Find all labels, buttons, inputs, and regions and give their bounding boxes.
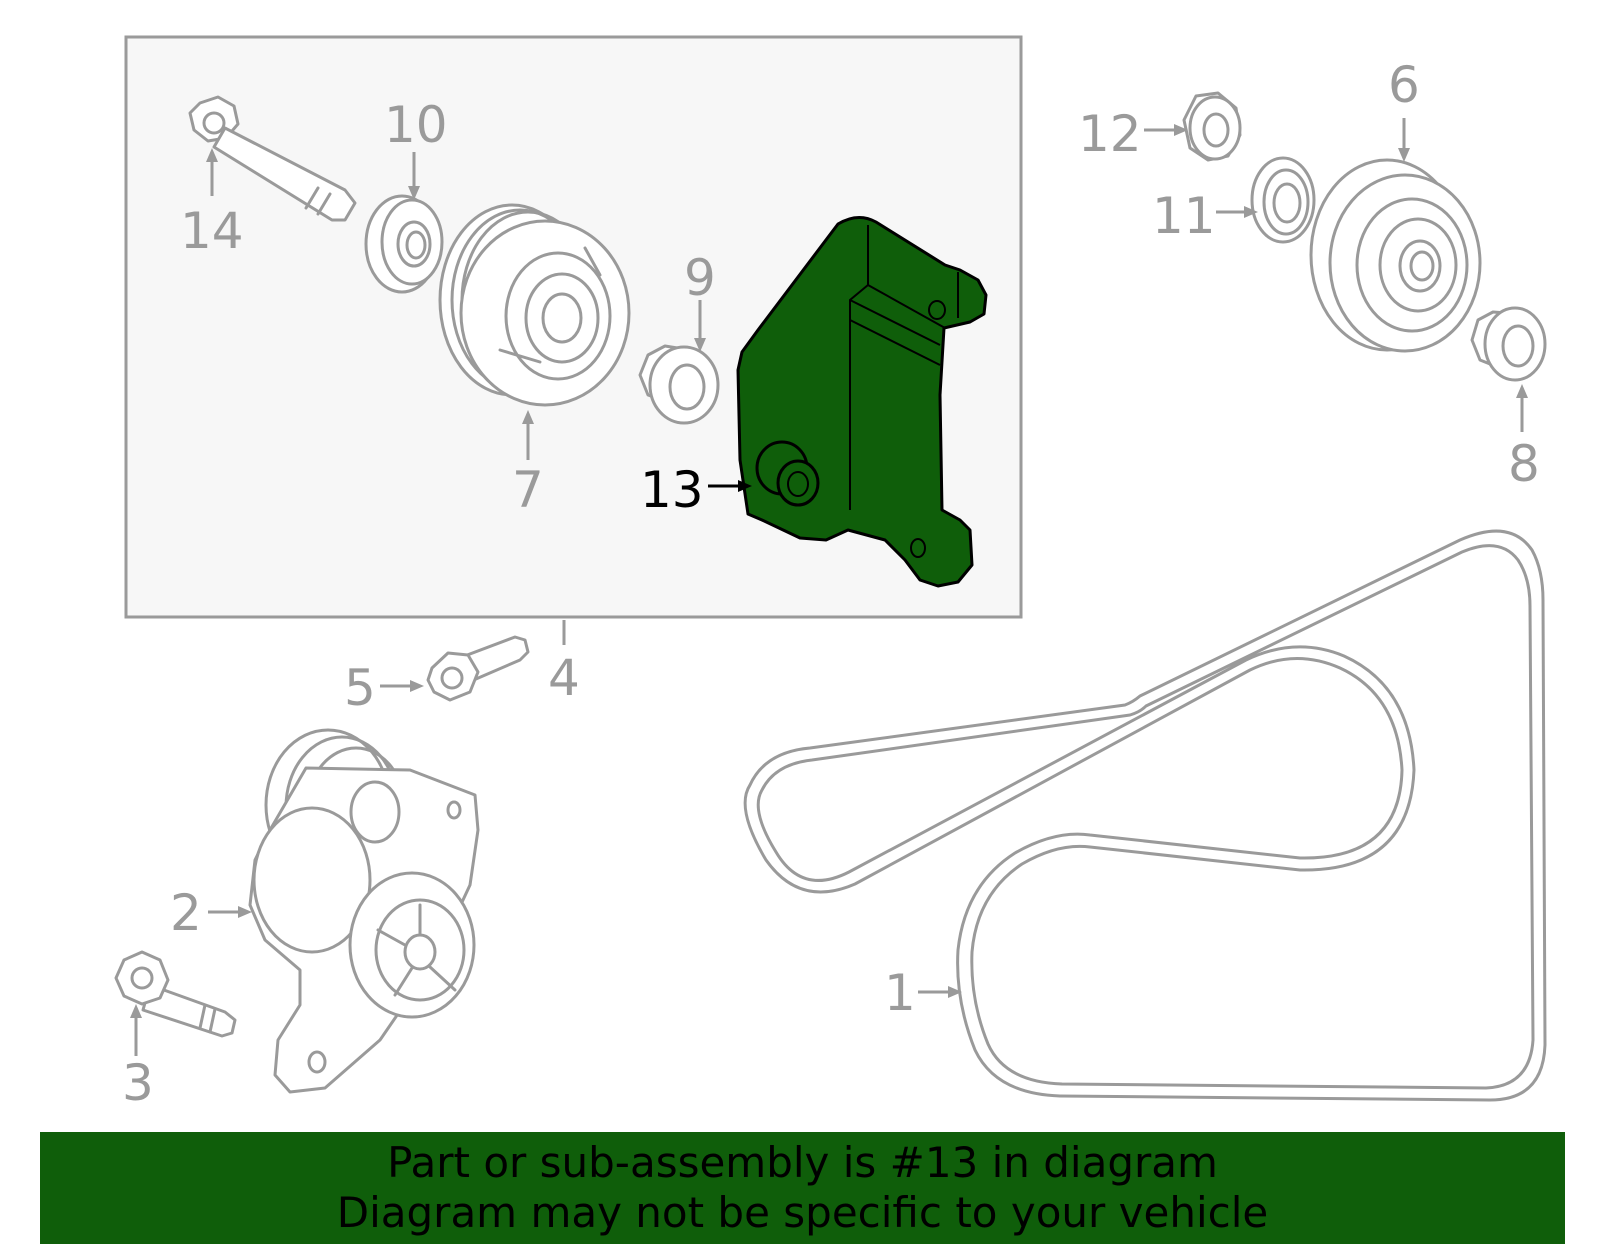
callout-7: 7 <box>512 461 544 519</box>
callout-11: 11 <box>1152 187 1216 245</box>
callout-5: 5 <box>344 659 376 717</box>
part-10-spacer[interactable] <box>364 194 444 294</box>
callout-12: 12 <box>1078 105 1142 163</box>
footer-banner-bg <box>40 1132 1565 1244</box>
callout-14: 14 <box>180 202 244 260</box>
part-8-bushing[interactable] <box>1470 306 1547 382</box>
callout-3: 3 <box>122 1054 154 1112</box>
part-13-bracket[interactable] <box>736 216 988 588</box>
part-3-bolt[interactable] <box>114 950 237 1038</box>
callout-13: 13 <box>640 461 704 519</box>
part-7-pulley[interactable] <box>438 203 631 407</box>
callout-4: 4 <box>548 649 580 707</box>
part-12-nut[interactable] <box>1182 91 1242 162</box>
part-14-bolt[interactable] <box>188 95 357 222</box>
callout-10: 10 <box>384 96 448 154</box>
part-5-bolt[interactable] <box>426 635 530 702</box>
part-6-idler-pulley[interactable] <box>1309 158 1482 353</box>
callout-6: 6 <box>1388 56 1420 114</box>
callout-2: 2 <box>170 884 202 942</box>
callout-8: 8 <box>1508 435 1540 493</box>
part-11-washer[interactable] <box>1250 156 1316 244</box>
footer-banner: Part or sub-assembly is #13 in diagram D… <box>40 1132 1565 1244</box>
callout-leaders <box>130 118 1528 1056</box>
callout-1: 1 <box>884 964 916 1022</box>
callout-9: 9 <box>684 249 716 307</box>
part-2-tensioner[interactable] <box>248 728 480 1094</box>
footer-line-1: Part or sub-assembly is #13 in diagram <box>387 1138 1218 1187</box>
part-9-bushing[interactable] <box>638 344 720 425</box>
part-1-serpentine-belt[interactable] <box>743 529 1547 1102</box>
footer-line-2: Diagram may not be specific to your vehi… <box>336 1188 1269 1237</box>
